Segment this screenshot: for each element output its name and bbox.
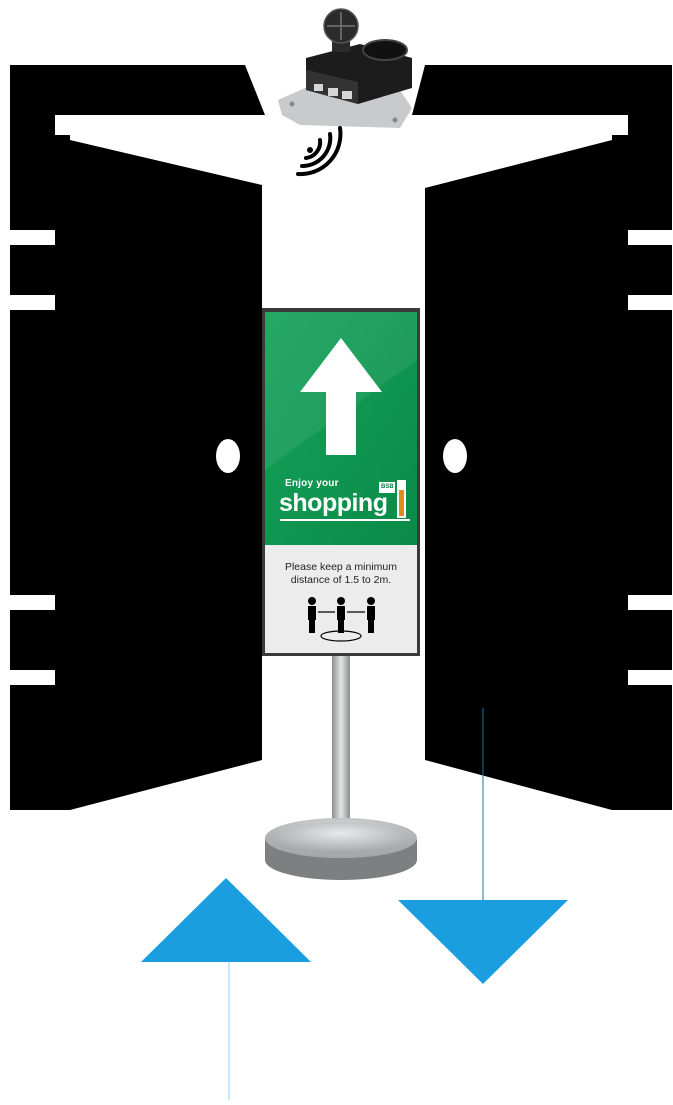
sign-shopping-text: shopping <box>279 489 387 518</box>
sensor-device-icon <box>278 9 412 128</box>
frame-left-jamb-5 <box>10 685 55 810</box>
exit-arrow-head <box>398 900 568 984</box>
frame-top-right <box>412 65 672 135</box>
left-door-handle-icon <box>216 439 240 473</box>
sensor-port-2 <box>328 88 338 96</box>
person-1-head <box>308 597 316 605</box>
person-1-body <box>308 606 316 620</box>
signal-dot <box>307 147 313 153</box>
sign-enjoy-text: Enjoy your <box>285 478 339 489</box>
right-door-handle-icon <box>443 439 467 473</box>
sign-distance-notice: Please keep a minimum distance of 1.5 to… <box>272 561 410 587</box>
person-3-legs <box>368 620 374 633</box>
sensor-port-1 <box>314 84 323 91</box>
sensor-screw-2 <box>393 118 398 123</box>
person-1-legs <box>309 620 315 633</box>
sensor-screw-1 <box>290 102 295 107</box>
right-door-stile <box>612 135 628 810</box>
sensor-port-3 <box>342 91 352 99</box>
frame-left-jamb-3 <box>10 310 55 595</box>
stand-base-highlight <box>271 822 411 854</box>
left-door-stile <box>55 135 70 810</box>
frame-left-jamb-2 <box>10 245 55 295</box>
left-door-panel <box>70 140 262 810</box>
frame-left-jamb-1 <box>10 135 55 230</box>
person-2-body <box>337 606 345 620</box>
digital-sign-stand <box>265 650 417 880</box>
right-door <box>425 135 628 810</box>
entry-arrow-icon <box>141 878 311 1100</box>
person-2-head <box>337 597 345 605</box>
frame-top-left <box>10 65 265 135</box>
wireless-signal-icon <box>298 128 340 174</box>
person-3-body <box>367 606 375 620</box>
entry-arrow-head <box>141 878 311 962</box>
shopping-underline <box>280 519 410 521</box>
sensor-ring <box>363 40 407 60</box>
frame-right-jamb-3 <box>628 310 672 595</box>
frame-right-jamb-2 <box>628 245 672 295</box>
frame-left-jamb-4 <box>10 610 55 670</box>
right-door-panel <box>425 140 612 810</box>
person-3-head <box>367 597 375 605</box>
frame-right-jamb-1 <box>628 135 672 230</box>
badge-bar-fill <box>399 490 404 516</box>
sign-badge-text: BSB <box>381 484 394 490</box>
frame-right-jamb-5 <box>628 685 672 810</box>
stand-pole <box>332 650 350 835</box>
left-door <box>55 135 262 810</box>
frame-right-jamb-4 <box>628 610 672 670</box>
